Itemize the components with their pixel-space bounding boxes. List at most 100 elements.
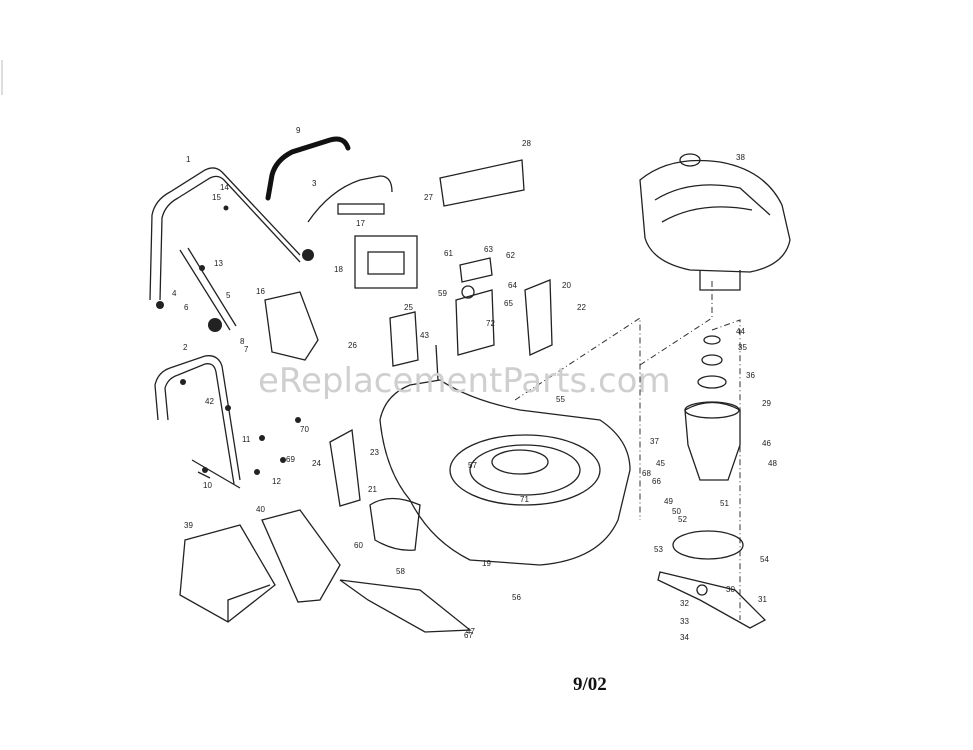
handle-hardware — [180, 379, 301, 475]
part-number-label: 42 — [205, 397, 214, 406]
part-number-label: 6 — [184, 303, 189, 312]
part-number-label: 24 — [312, 459, 321, 468]
blade-adapter-stack — [684, 335, 741, 481]
part-number-label: 53 — [654, 545, 663, 554]
part-number-label: 35 — [738, 343, 747, 352]
part-number-label: 36 — [746, 371, 755, 380]
part-number-label: 64 — [508, 281, 517, 290]
part-number-label: 1 — [186, 155, 191, 164]
part-number-label: 63 — [484, 245, 493, 254]
part-number-label: 20 — [562, 281, 571, 290]
part-number-label: 29 — [762, 399, 771, 408]
part-number-label: 66 — [652, 477, 661, 486]
part-number-label: 22 — [577, 303, 586, 312]
part-number-label: 10 — [203, 481, 212, 490]
part-number-label: 69 — [286, 455, 295, 464]
part-number-label: 43 — [420, 331, 429, 340]
deck-outline-dash — [639, 280, 713, 366]
part-number-label: 18 — [334, 265, 343, 274]
part-number-label: 16 — [256, 287, 265, 296]
part-number-label: 61 — [444, 249, 453, 258]
part-number-label: 13 — [214, 259, 223, 268]
part-number-label: 26 — [348, 341, 357, 350]
deck-outline-dash — [514, 317, 641, 520]
date-code: 9/02 — [573, 674, 607, 695]
part-number-label: 14 — [220, 183, 229, 192]
handle-bracket — [337, 203, 385, 215]
part-number-label: 62 — [506, 251, 515, 260]
blade-bolt — [696, 584, 708, 596]
part-number-label: 32 — [680, 599, 689, 608]
watermark: eReplacementParts.com — [258, 361, 671, 401]
part-number-label: 38 — [736, 153, 745, 162]
height-adjuster — [455, 257, 495, 356]
rear-door-plate — [354, 235, 418, 289]
part-number-label: 25 — [404, 303, 413, 312]
control-bail — [265, 136, 351, 201]
part-number-label: 28 — [522, 139, 531, 148]
blade-adapter — [672, 530, 744, 560]
part-number-label: 45 — [656, 459, 665, 468]
part-number-label: 52 — [678, 515, 687, 524]
part-number-label: 49 — [664, 497, 673, 506]
part-number-label: 4 — [172, 289, 177, 298]
part-number-label: 11 — [242, 435, 251, 444]
part-number-label: 30 — [726, 585, 735, 594]
lower-handle — [154, 355, 241, 489]
part-number-label: 34 — [680, 633, 689, 642]
part-number-label: 47 — [466, 627, 475, 636]
rear-bracket — [524, 279, 553, 356]
part-number-label: 19 — [482, 559, 491, 568]
grass-bag — [179, 524, 276, 623]
bolt-43 — [435, 344, 439, 381]
part-number-label: 67 — [464, 631, 473, 640]
part-number-label: 65 — [504, 299, 513, 308]
side-discharge-chute — [339, 579, 472, 633]
part-number-label: 5 — [226, 291, 231, 300]
blade-axis-dash — [711, 319, 741, 620]
part-number-label: 9 — [296, 126, 301, 135]
part-number-label: 33 — [680, 617, 689, 626]
part-number-label: 46 — [762, 439, 771, 448]
part-number-label: 71 — [520, 495, 529, 504]
part-number-label: 2 — [183, 343, 188, 352]
part-number-label: 23 — [370, 448, 379, 457]
rear-door-inner — [367, 251, 405, 275]
mower-blade — [657, 571, 767, 629]
part-number-label: 58 — [396, 567, 405, 576]
mulch-plug — [369, 497, 421, 551]
part-number-label: 44 — [736, 327, 745, 336]
engine — [639, 153, 791, 291]
part-number-label: 21 — [368, 485, 377, 494]
part-number-label: 55 — [556, 395, 565, 404]
part-number-label: 56 — [512, 593, 521, 602]
part-number-label: 17 — [356, 219, 365, 228]
part-number-label: 70 — [300, 425, 309, 434]
upper-handle — [149, 167, 301, 331]
wheel-adjuster — [329, 428, 361, 507]
rear-deflector — [439, 159, 525, 207]
part-number-label: 15 — [212, 193, 221, 202]
part-number-label: 7 — [244, 345, 249, 354]
part-number-label: 12 — [272, 477, 281, 486]
part-number-label: 37 — [650, 437, 659, 446]
part-number-label: 3 — [312, 179, 317, 188]
mower-deck — [379, 379, 631, 566]
part-number-label: 59 — [438, 289, 447, 298]
part-number-label: 68 — [642, 469, 651, 478]
wheel-bracket — [389, 311, 419, 367]
part-number-label: 51 — [720, 499, 729, 508]
part-number-label: 72 — [486, 319, 495, 328]
part-number-label: 39 — [184, 521, 193, 530]
handle-knobs — [156, 205, 314, 332]
part-number-label: 50 — [672, 507, 681, 516]
part-number-label: 60 — [354, 541, 363, 550]
handle-shield — [264, 291, 319, 361]
part-number-label: 54 — [760, 555, 769, 564]
part-number-label: 57 — [468, 461, 477, 470]
control-bar — [307, 175, 393, 223]
bag-frame — [261, 509, 341, 603]
part-number-label: 8 — [240, 337, 245, 346]
